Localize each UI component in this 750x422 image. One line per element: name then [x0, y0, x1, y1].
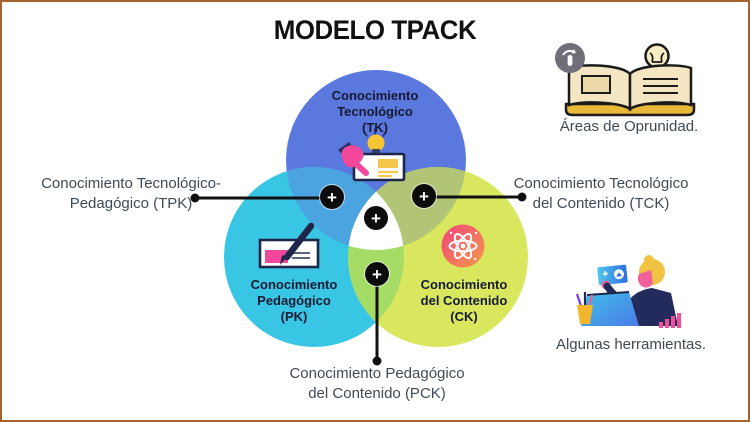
plus-button-center[interactable]: + [364, 206, 388, 230]
plus-button-tpk[interactable]: + [320, 185, 344, 209]
tap-badge-icon[interactable] [555, 43, 585, 73]
open-book-lightbulb-illustration[interactable] [552, 34, 708, 120]
whiteboard-lightbulb-icon [338, 128, 406, 182]
label-tk: Conocimiento Tecnológico (TK) [331, 88, 419, 135]
pen-writing-icon [258, 222, 320, 269]
overlap-tk-pk [286, 167, 404, 250]
caption-areas-de-oportunidad: Áreas de Oprunidad. [559, 118, 699, 135]
caption-algunas-herramientas: Algunas herramientas. [555, 336, 707, 353]
atom-icon [441, 224, 485, 268]
pencil-cup-icon [575, 292, 594, 324]
callout-pck: Conocimiento Pedagógico del Contenido (P… [289, 365, 465, 402]
overlap-tk-ck [348, 167, 466, 250]
person-at-laptop-illustration [575, 255, 681, 328]
connector-dot-pck [372, 356, 382, 366]
connector-dot-tpk [190, 193, 200, 203]
laptop-icon [581, 291, 639, 326]
label-pk: Conocimiento Pedagógico (PK) [250, 277, 338, 324]
callout-tpk: Conocimiento Tecnológico- Pedagógico (TP… [41, 175, 221, 212]
page-title: MODELO TPACK [273, 15, 477, 45]
connector-dot-tck [517, 192, 527, 202]
callout-connectors [195, 195, 522, 361]
plus-button-tck[interactable]: + [412, 184, 436, 208]
bar-chart-icon [659, 313, 681, 328]
open-book-icon [564, 64, 696, 117]
label-ck: Conocimiento del Contenido (CK) [420, 277, 508, 324]
photo-card-icon [597, 264, 628, 286]
callout-tck: Conocimiento Tecnológico del Contenido (… [513, 175, 689, 212]
plus-button-pck[interactable]: + [365, 262, 389, 286]
